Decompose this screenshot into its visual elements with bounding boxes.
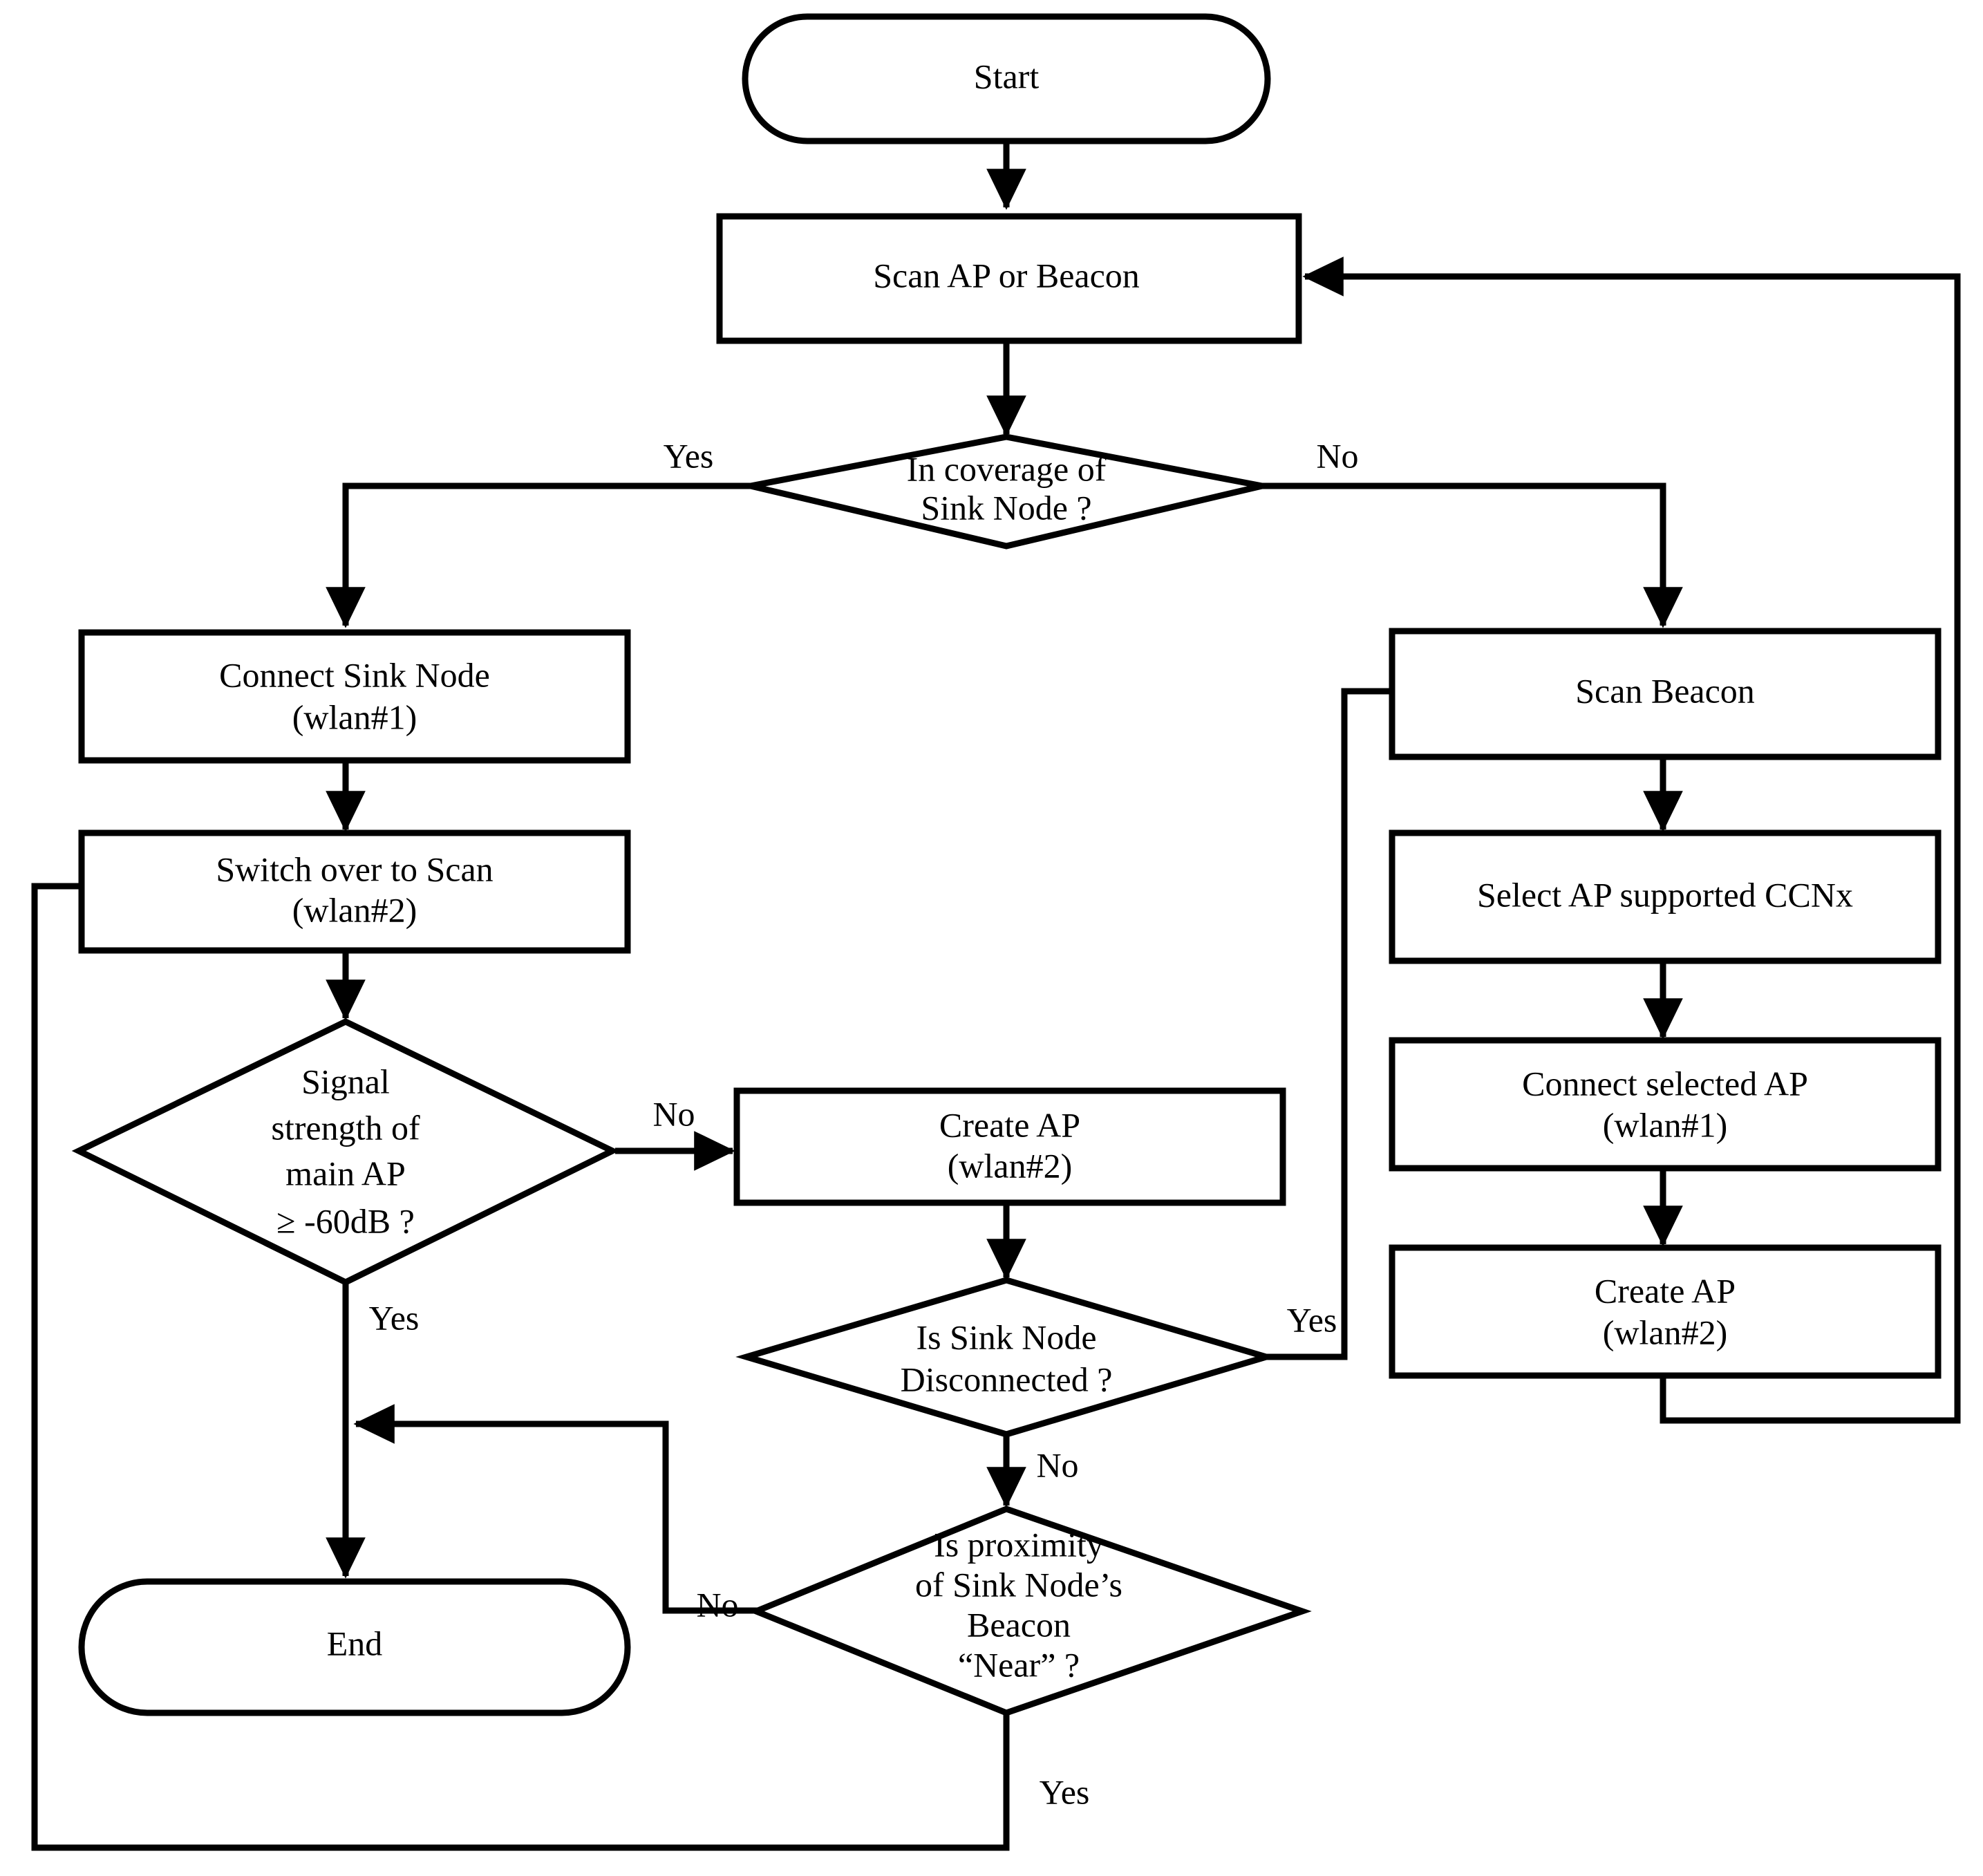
node-connect-selected-ap: Connect selected AP (wlan#1) (1389, 1037, 1942, 1172)
edge-proximity-no (353, 1404, 759, 1614)
sink-node-disconnected-line1: Is Sink Node (916, 1317, 1096, 1356)
create-ap-right-line1: Create AP (1595, 1271, 1736, 1310)
edge-label-proximity-yes: Yes (1040, 1772, 1090, 1811)
node-end: End (78, 1578, 631, 1716)
create-ap-center-line1: Create AP (939, 1105, 1080, 1144)
in-coverage-shape (749, 433, 1263, 550)
start-shape (742, 13, 1271, 144)
edge-label-coverage-no: No (1316, 436, 1358, 475)
create-ap-center-line2: (wlan#2) (948, 1146, 1073, 1185)
proximity-near-line3: Beacon (967, 1605, 1071, 1644)
node-switch-over-to-scan: Switch over to Scan (wlan#2) (78, 829, 631, 954)
end-shape (78, 1578, 631, 1716)
signal-strength-line3: main AP (285, 1154, 406, 1192)
signal-strength-line2: strength of (271, 1108, 420, 1147)
edge-coverage-yes (326, 482, 753, 628)
switch-over-to-scan-shape (78, 829, 631, 954)
sink-node-disconnected-line2: Disconnected ? (901, 1360, 1113, 1398)
node-signal-strength-decision: Signal strength of main AP ≥ -60dB ? (71, 1017, 620, 1286)
end-label: End (327, 1624, 383, 1662)
scan-beacon-shape (1389, 628, 1942, 760)
node-proximity-near-decision: Is proximity of Sink Node’s Beacon “Near… (748, 1506, 1312, 1716)
connect-selected-ap-shape (1389, 1037, 1942, 1172)
node-scan-beacon: Scan Beacon (1389, 628, 1942, 760)
edge-label-disconnected-no: No (1036, 1445, 1078, 1484)
edge-proximity-yes (31, 866, 1010, 1851)
signal-strength-line1: Signal (301, 1062, 390, 1100)
edge-label-coverage-yes: Yes (664, 436, 714, 475)
node-select-ap-ccnx: Select AP supported CCNx (1389, 829, 1942, 964)
start-label: Start (974, 57, 1040, 95)
edge-label-disconnected-yes: Yes (1287, 1300, 1337, 1339)
node-scan-ap-or-beacon: Scan AP or Beacon (716, 213, 1302, 344)
proximity-near-line1: Is proximity (934, 1525, 1104, 1564)
select-ap-ccnx-label: Select AP supported CCNx (1477, 875, 1853, 914)
create-ap-right-shape (1389, 1244, 1942, 1379)
edge-label-signal-yes: Yes (369, 1298, 420, 1337)
edge-disconnected-yes (1267, 671, 1434, 1360)
connect-sink-node-line1: Connect Sink Node (219, 655, 490, 694)
proximity-near-line4: “Near” ? (958, 1645, 1080, 1684)
node-connect-sink-node: Connect Sink Node (wlan#1) (78, 629, 631, 764)
connect-selected-ap-line1: Connect selected AP (1522, 1064, 1808, 1103)
node-create-ap-center: Create AP (wlan#2) (733, 1087, 1286, 1206)
select-ap-ccnx-shape (1389, 829, 1942, 964)
scan-beacon-label: Scan Beacon (1575, 671, 1755, 710)
proximity-near-line2: of Sink Node’s (915, 1565, 1122, 1604)
node-create-ap-right: Create AP (wlan#2) (1389, 1244, 1942, 1379)
node-sink-node-disconnected-decision: Is Sink Node Disconnected ? (735, 1277, 1277, 1438)
connect-sink-node-line2: (wlan#1) (292, 697, 417, 736)
connect-sink-node-shape (78, 629, 631, 764)
scan-ap-or-beacon-shape (716, 213, 1302, 344)
signal-strength-shape (71, 1017, 620, 1286)
scan-ap-or-beacon-label: Scan AP or Beacon (873, 256, 1140, 294)
edge-label-signal-no: No (652, 1094, 695, 1133)
node-in-coverage-decision: In coverage of Sink Node ? (749, 433, 1263, 550)
signal-strength-line4: ≥ -60dB ? (276, 1201, 415, 1240)
edge-coverage-no (1259, 482, 1683, 628)
sink-node-disconnected-shape (735, 1277, 1277, 1438)
in-coverage-line2: Sink Node ? (921, 488, 1091, 527)
node-start: Start (742, 13, 1271, 144)
connect-selected-ap-line2: (wlan#1) (1603, 1105, 1728, 1144)
switch-over-to-scan-line2: (wlan#2) (292, 890, 417, 929)
in-coverage-line1: In coverage of (907, 449, 1107, 488)
edge-label-proximity-no: No (696, 1585, 738, 1624)
create-ap-center-shape (733, 1087, 1286, 1206)
edge-createap-right-feedback (1302, 256, 1961, 1424)
proximity-near-shape (748, 1506, 1312, 1716)
switch-over-to-scan-line1: Switch over to Scan (216, 850, 493, 888)
create-ap-right-line2: (wlan#2) (1603, 1313, 1728, 1351)
